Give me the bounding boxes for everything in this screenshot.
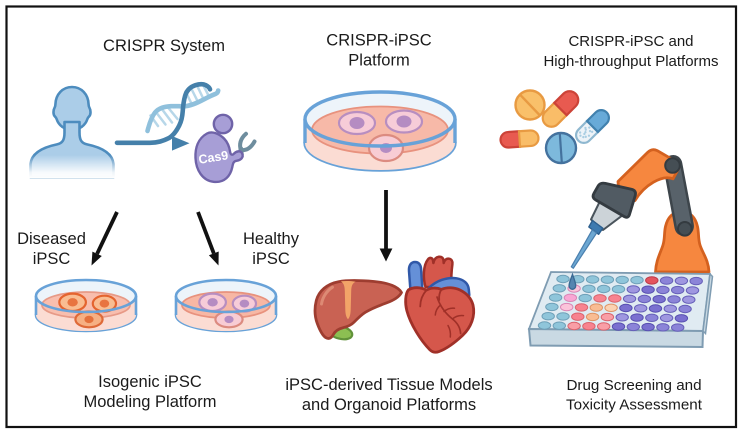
svg-text:Diseased: Diseased [17,230,86,248]
svg-text:Cas9: Cas9 [198,148,230,167]
svg-text:CRISPR System: CRISPR System [103,37,225,55]
svg-text:Platform: Platform [348,52,409,70]
svg-text:Modeling Platform: Modeling Platform [84,393,217,411]
svg-text:Toxicity Assessment: Toxicity Assessment [566,397,703,414]
svg-text:Drug Screening and: Drug Screening and [566,377,701,394]
svg-text:iPSC: iPSC [33,250,71,268]
svg-text:and Organoid Platforms: and Organoid Platforms [302,396,476,414]
svg-text:Healthy: Healthy [243,230,300,248]
svg-text:iPSC-derived Tissue Models: iPSC-derived Tissue Models [285,376,492,394]
svg-text:iPSC: iPSC [252,250,290,268]
svg-text:Isogenic iPSC: Isogenic iPSC [98,373,202,391]
svg-text:CRISPR-iPSC and: CRISPR-iPSC and [568,33,693,50]
svg-text:High-throughput Platforms: High-throughput Platforms [543,53,718,70]
svg-text:CRISPR-iPSC: CRISPR-iPSC [326,32,432,50]
